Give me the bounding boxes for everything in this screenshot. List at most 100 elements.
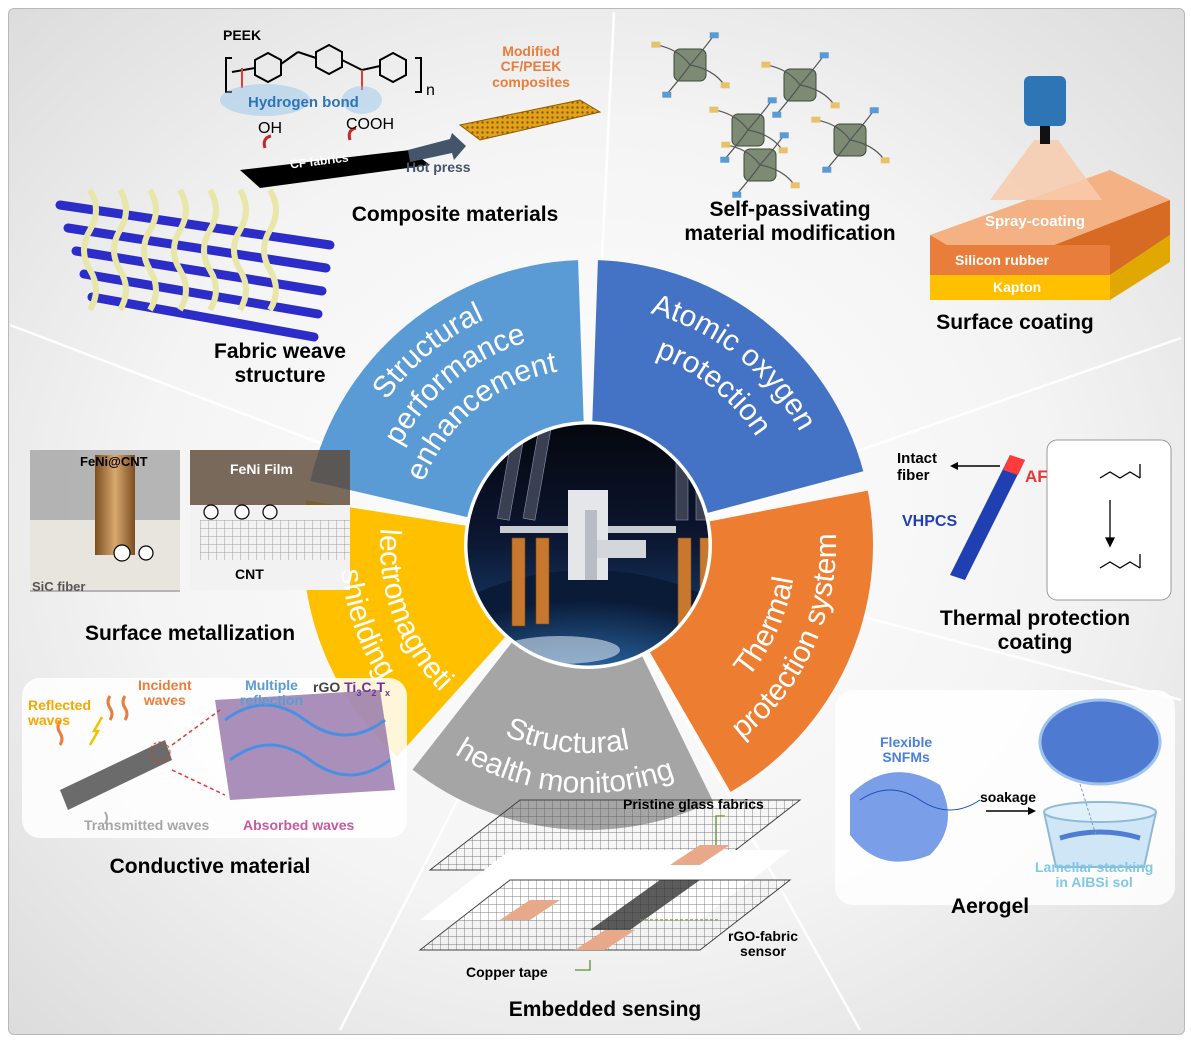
label-incident-line1: Incident: [138, 677, 192, 693]
label-cnt: CNT: [235, 566, 264, 582]
label-lamellar-stacking: Lamellar stacking in AlBSi sol: [1035, 859, 1154, 891]
label-soakage: soakage: [980, 789, 1037, 805]
label-feni-film: FeNi Film: [230, 461, 294, 477]
fabric-weave-icon: [55, 188, 335, 342]
label-multiple-line1: Multiple: [245, 677, 298, 693]
caption-surface-metallization: Surface metallization: [84, 622, 296, 645]
molecule-end-group: [830, 102, 840, 109]
label-absorbed-waves: Absorbed waves: [243, 817, 355, 833]
weave-yarn: [81, 188, 99, 312]
hydrogen-bond-glow: [220, 84, 310, 116]
label-sic-fiber: SiC fiber: [32, 579, 86, 594]
caption-self-passivating: Self-passivating material modification: [640, 198, 940, 246]
wheel-segment: [650, 490, 873, 792]
weave-yarn: [231, 188, 249, 312]
label-reflected-line1: Reflected: [28, 697, 92, 713]
molecule-end-group: [709, 32, 719, 39]
label-rgo-fabric-line1: rGO-fabric: [728, 928, 799, 944]
siloxane-structure-icon: [1099, 464, 1141, 569]
label-silicon-rubber: Silicon rubber: [955, 252, 1050, 268]
label-multiple-reflection: Multiple reflection: [240, 677, 304, 709]
caption-embedded-sensing: Embedded sensing: [508, 998, 702, 1021]
label-cooh: COOH: [346, 116, 394, 133]
caption-thermal-protection-coating: Thermal protection coating: [900, 607, 1170, 655]
molecule-end-group: [822, 166, 832, 173]
molecule-chain: [775, 84, 801, 116]
label-t: T: [376, 679, 386, 695]
modified-composite-sheet: [458, 99, 602, 141]
label-modified-line3: composites: [492, 73, 570, 90]
label-vhpcs: VHPCS: [902, 513, 958, 530]
label-intact-line2: fiber: [897, 466, 930, 484]
label-incident-line2: waves: [143, 692, 186, 709]
label-intact-fiber: Intact fiber: [897, 450, 938, 484]
label-af: AF: [1025, 467, 1048, 486]
wheel-segment: [592, 260, 864, 513]
label-c-sub: 2: [371, 687, 377, 698]
molecule-chain: [825, 139, 851, 171]
caption-fabric-line2: structure: [234, 364, 326, 388]
label-hot-press: Hot press: [406, 159, 471, 175]
aerogel-illustration: [835, 690, 1175, 905]
label-ti-sub: 3: [356, 687, 362, 698]
caption-selfpass-line2: material modification: [684, 222, 896, 246]
molecule-end-group: [880, 157, 890, 164]
weave-yarn: [261, 188, 279, 312]
label-lamellar-line2: in AlBSi sol: [1055, 874, 1133, 891]
label-mxene: Ti3C2Tx: [344, 679, 391, 698]
label-rgo-fabric-line2: sensor: [740, 943, 786, 960]
label-subscript-n: n: [426, 82, 435, 99]
label-multiple-line2: reflection: [240, 692, 304, 709]
label-t-sub: x: [385, 687, 391, 698]
label-flexible-line1: Flexible: [880, 734, 933, 750]
molecule-end-group: [662, 91, 672, 98]
molecule-end-group: [720, 82, 730, 89]
label-rgo: rGO: [313, 679, 341, 695]
surface-coating-stack: [930, 76, 1170, 300]
label-reflected-waves: Reflected waves: [28, 697, 92, 729]
label-oh: OH: [258, 120, 282, 137]
label-feni-cnt: FeNi@CNT: [80, 454, 148, 469]
molecule-end-group: [772, 111, 782, 118]
label-spray-coating: Spray-coating: [985, 213, 1086, 230]
molecule-chain: [723, 129, 749, 161]
label-flexible-snfms: Flexible SNFMs: [880, 734, 933, 766]
label-modified-line1: Modified: [502, 43, 560, 59]
topic-wheel: [303, 260, 873, 830]
molecule-end-group: [720, 156, 730, 163]
peek-structure-icon: [225, 43, 422, 93]
thermal-fiber-icon: [950, 455, 1025, 580]
siloxane-structure-box: [1046, 439, 1172, 601]
weave-tube: [87, 292, 319, 342]
spray-cone: [990, 140, 1102, 200]
conductive-illustration: [56, 690, 395, 825]
cf-fabrics-sheet: [240, 150, 430, 188]
label-flexible-line2: SNFMs: [882, 749, 930, 766]
metallization-images: [30, 450, 350, 592]
molecule-end-group: [767, 97, 777, 104]
molecule-end-group: [761, 61, 771, 68]
label-pristine-glass-fabrics: Pristine glass fabrics: [623, 796, 764, 812]
molecule-end-group: [819, 52, 829, 59]
weave-yarn: [141, 188, 159, 312]
weave-yarn: [171, 188, 189, 312]
label-incident-waves: Incident waves: [138, 677, 192, 709]
caption-thermal-line1: Thermal protection: [939, 607, 1131, 630]
molecule-end-group: [709, 106, 719, 113]
wheel-segment: [310, 260, 584, 518]
molecule-end-group: [651, 41, 661, 48]
weave-yarn: [111, 188, 129, 312]
caption-fabric-weave: Fabric weave structure: [180, 340, 380, 388]
molecule-end-group: [790, 182, 800, 189]
polyhedral-molecules-icon: [651, 32, 890, 198]
weave-yarn: [201, 188, 219, 312]
label-reflected-line2: waves: [28, 712, 71, 729]
molecule-end-group: [811, 116, 821, 123]
label-lamellar-line1: Lamellar stacking: [1035, 859, 1154, 875]
label-intact-line1: Intact: [897, 450, 938, 467]
caption-conductive-material: Conductive material: [109, 855, 311, 878]
caption-thermal-line2: coating: [997, 631, 1073, 655]
label-copper-tape: Copper tape: [466, 964, 548, 980]
center-ring: [464, 421, 712, 669]
